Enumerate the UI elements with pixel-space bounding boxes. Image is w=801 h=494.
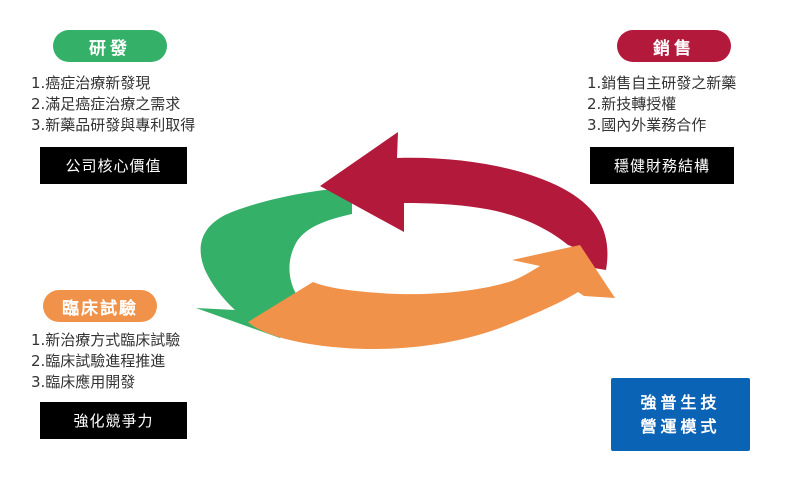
list-item: 1.新治療方式臨床試驗 [31,331,181,349]
operation-model-box: 強普生技 營運模式 [611,378,750,451]
sales-title-pill: 銷售 [617,30,731,62]
rd-value-box: 公司核心價值 [40,147,187,184]
operation-model-line1: 強普生技 [640,392,721,412]
list-item: 1.癌症治療新發現 [31,74,151,92]
orange-cycle-arrow [248,245,615,350]
list-item: 1.銷售自主研發之新藥 [587,74,737,92]
sales-item-list: 1.銷售自主研發之新藥 2.新技轉授權 3.國內外業務合作 [587,73,736,136]
list-item: 2.滿足癌症治療之需求 [31,95,181,113]
red-cycle-arrow [320,132,608,270]
list-item: 2.臨床試驗進程推進 [31,352,166,370]
rd-item-list: 1.癌症治療新發現 2.滿足癌症治療之需求 3.新藥品研發與專利取得 [31,73,195,136]
trial-title-pill: 臨床試驗 [43,290,157,322]
trial-value-box: 強化競爭力 [40,402,187,439]
operation-model-line2: 營運模式 [640,416,721,436]
rd-title-pill: 研發 [53,30,167,62]
list-item: 3.臨床應用開發 [31,373,136,391]
list-item: 3.新藥品研發與專利取得 [31,116,196,134]
trial-item-list: 1.新治療方式臨床試驗 2.臨床試驗進程推進 3.臨床應用開發 [31,330,180,393]
list-item: 2.新技轉授權 [587,95,677,113]
list-item: 3.國內外業務合作 [587,116,707,134]
sales-value-box: 穩健財務結構 [590,147,734,184]
